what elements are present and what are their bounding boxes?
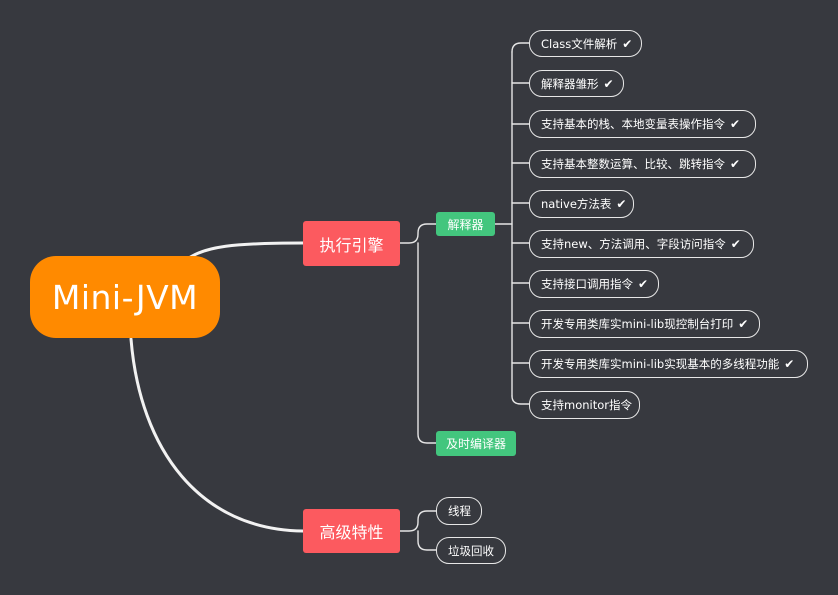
leaf-label: 解释器雏形 bbox=[541, 76, 599, 91]
leaf-garbage-collection[interactable]: 垃圾回收 bbox=[436, 537, 506, 564]
leaf-mini-lib-console-print[interactable]: 开发专用类库实mini-lib现控制台打印 ✔ bbox=[529, 310, 760, 338]
leaf-threads[interactable]: 线程 bbox=[436, 497, 482, 525]
check-icon: ✔ bbox=[616, 197, 627, 211]
leaf-label: 支持monitor指令 bbox=[541, 398, 632, 412]
sub-node-interpreter[interactable]: 解释器 bbox=[436, 212, 495, 236]
leaf-interpreter-prototype[interactable]: 解释器雏形 ✔ bbox=[529, 70, 624, 97]
leaf-interface-invoke[interactable]: 支持接口调用指令 ✔ bbox=[529, 270, 659, 298]
branch-label: 高级特性 bbox=[319, 523, 384, 542]
leaf-label: Class文件解析 bbox=[541, 36, 618, 51]
branch-advanced-features[interactable]: 高级特性 bbox=[303, 509, 400, 553]
connector-leaf-9 bbox=[511, 395, 530, 405]
sub-node-label: 解释器 bbox=[447, 217, 484, 232]
root-node[interactable]: Mini-JVM bbox=[30, 256, 220, 338]
check-icon: ✔ bbox=[622, 36, 633, 51]
leaf-label: 垃圾回收 bbox=[448, 543, 494, 558]
connector-advanced-to-gc bbox=[417, 530, 437, 551]
connector-root-to-advanced-features bbox=[129, 337, 305, 533]
leaf-label: 线程 bbox=[448, 504, 471, 518]
check-icon: ✔ bbox=[603, 76, 614, 91]
check-icon: ✔ bbox=[638, 277, 649, 291]
leaf-monitor-instructions[interactable]: 支持monitor指令 bbox=[529, 391, 640, 419]
leaf-label: 支持基本的栈、本地变量表操作指令 bbox=[541, 117, 725, 131]
connector-engine-to-interpreter bbox=[399, 223, 437, 244]
leaf-label: 开发专用类库实mini-lib实现基本的多线程功能 bbox=[541, 357, 780, 371]
leaf-label: 开发专用类库实mini-lib现控制台打印 bbox=[541, 317, 734, 331]
leaf-new-invoke-field-access[interactable]: 支持new、方法调用、字段访问指令 ✔ bbox=[529, 230, 754, 258]
check-icon: ✔ bbox=[730, 237, 741, 251]
leaf-mini-lib-multithreading[interactable]: 开发专用类库实mini-lib实现基本的多线程功能 ✔ bbox=[529, 350, 808, 378]
leaf-label: native方法表 bbox=[541, 197, 612, 211]
sub-node-label: 及时编译器 bbox=[445, 437, 506, 451]
check-icon: ✔ bbox=[730, 117, 741, 131]
leaf-class-file-parsing[interactable]: Class文件解析 ✔ bbox=[529, 30, 642, 57]
leaf-stack-local-var-ops[interactable]: 支持基本的栈、本地变量表操作指令 ✔ bbox=[529, 110, 756, 138]
leaf-label: 支持接口调用指令 bbox=[541, 277, 633, 291]
check-icon: ✔ bbox=[730, 157, 741, 171]
connector-engine-to-jit bbox=[417, 242, 437, 444]
check-icon: ✔ bbox=[784, 357, 795, 371]
sub-node-jit-compiler[interactable]: 及时编译器 bbox=[436, 431, 516, 456]
check-icon: ✔ bbox=[738, 317, 749, 331]
branch-execution-engine[interactable]: 执行引擎 bbox=[303, 221, 400, 266]
leaf-label: 支持基本整数运算、比较、跳转指令 bbox=[541, 157, 725, 171]
connector-advanced-to-threads bbox=[399, 510, 437, 532]
connector-leaf-0 bbox=[511, 42, 530, 53]
branch-label: 执行引擎 bbox=[319, 235, 384, 255]
leaf-native-method-table[interactable]: native方法表 ✔ bbox=[529, 190, 634, 218]
leaf-label: 支持new、方法调用、字段访问指令 bbox=[541, 237, 726, 251]
leaf-int-arith-compare-jump[interactable]: 支持基本整数运算、比较、跳转指令 ✔ bbox=[529, 150, 756, 178]
root-label: Mini-JVM bbox=[51, 277, 199, 317]
